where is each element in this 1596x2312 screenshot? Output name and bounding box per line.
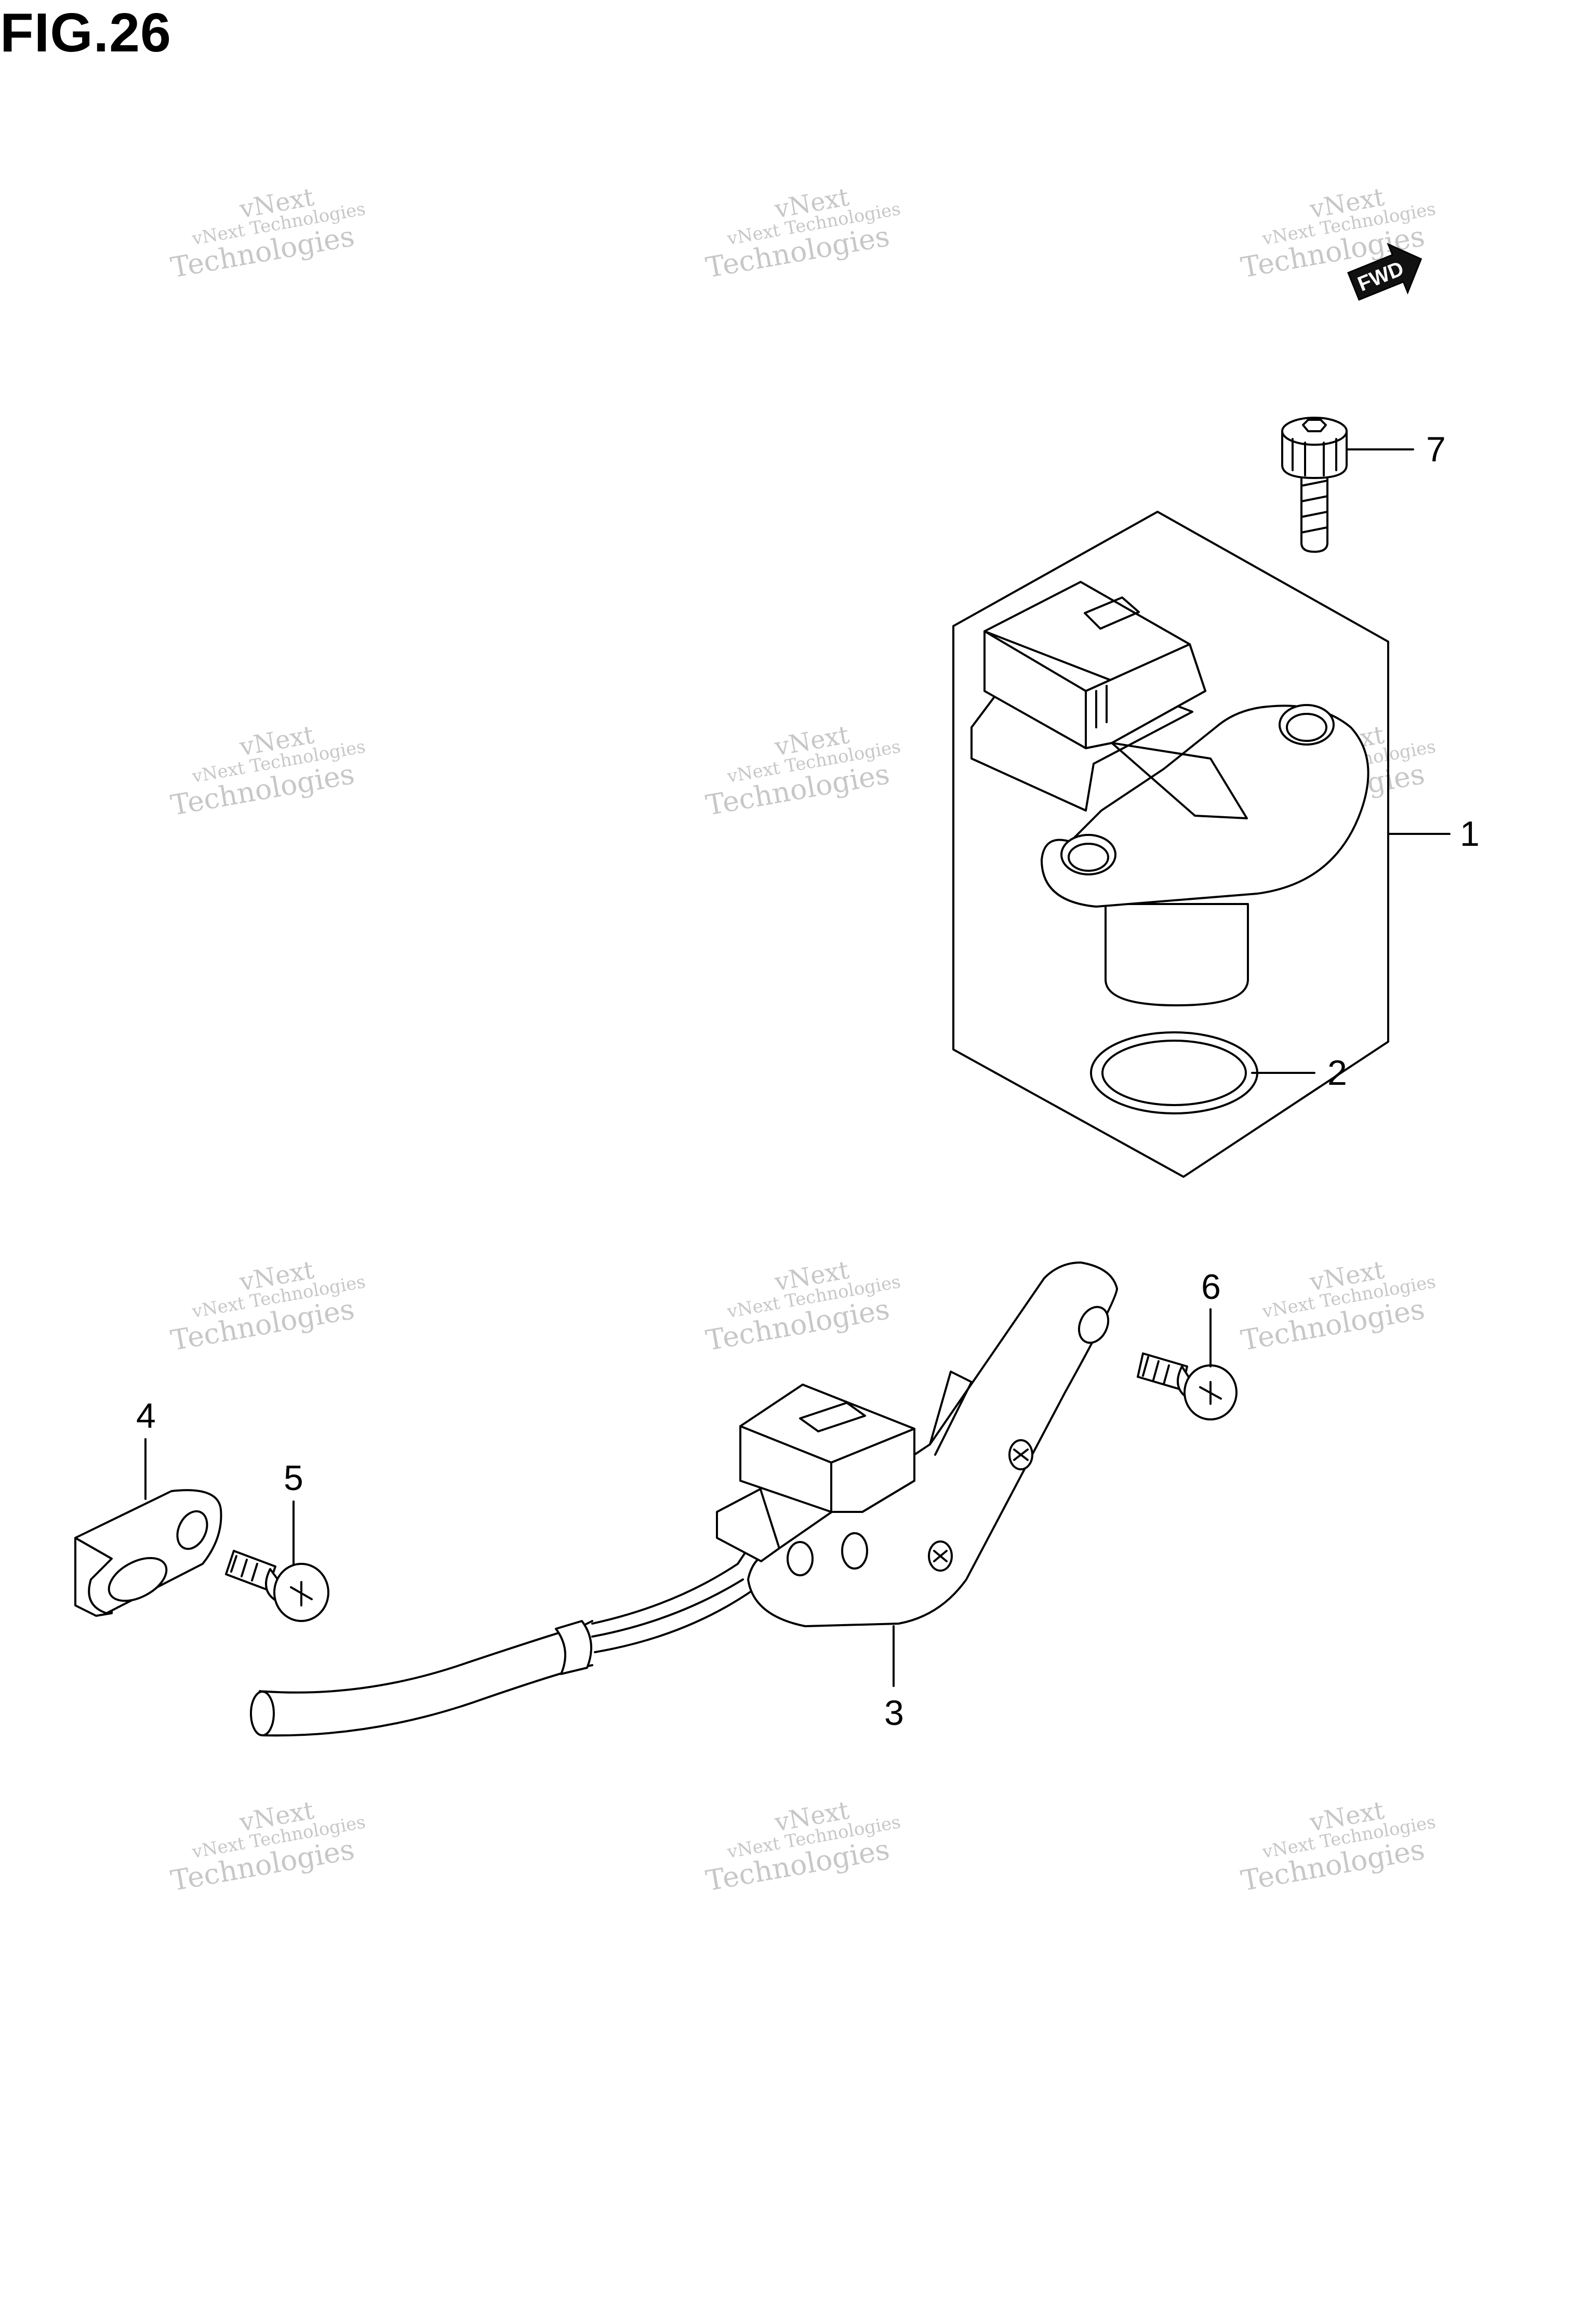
kit-outline bbox=[952, 511, 1389, 1178]
screw-part-6 bbox=[1137, 1352, 1238, 1420]
callout-1: 1 bbox=[1460, 814, 1480, 854]
callout-4: 4 bbox=[136, 1396, 156, 1436]
screw-part-5 bbox=[225, 1550, 329, 1622]
callout-3: 3 bbox=[884, 1693, 904, 1733]
callouts: 7 1 2 3 4 5 6 bbox=[136, 430, 1480, 1733]
callout-6: 6 bbox=[1201, 1267, 1221, 1307]
callout-5: 5 bbox=[284, 1458, 303, 1498]
page-title: FIG.26 bbox=[0, 2, 172, 63]
bolt-part-7 bbox=[1281, 417, 1348, 553]
sensor-part-1 bbox=[970, 581, 1369, 1006]
callout-2: 2 bbox=[1327, 1053, 1347, 1093]
clamp-part-4 bbox=[74, 1489, 222, 1617]
sensor-harness-part-3 bbox=[250, 1261, 1118, 1737]
leader-lines bbox=[144, 448, 1451, 1687]
o-ring-part-2 bbox=[1090, 1031, 1258, 1114]
callout-7: 7 bbox=[1426, 430, 1446, 469]
